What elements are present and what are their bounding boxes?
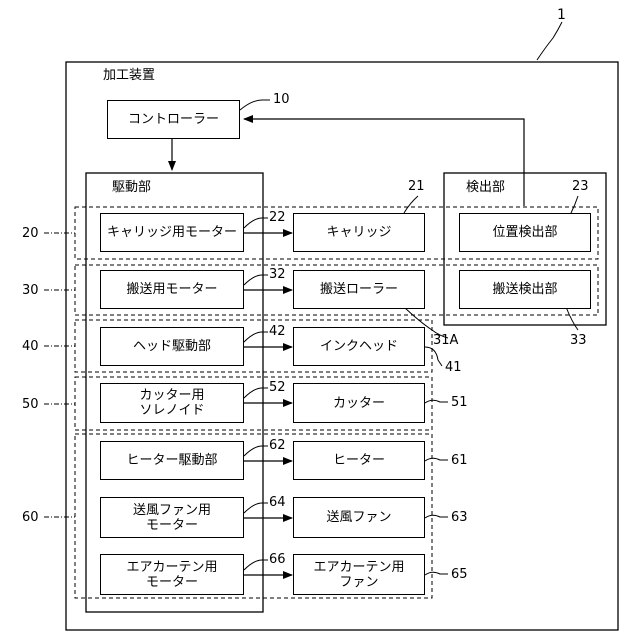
carriage-box: キャリッジ — [293, 213, 425, 252]
group-ref-60: 60 — [22, 511, 39, 525]
carriage-motor-label: キャリッジ用モーター — [107, 225, 237, 240]
transport-roller-label: 搬送ローラー — [320, 282, 398, 297]
heater-label: ヒーター — [333, 453, 385, 468]
transport-motor-label: 搬送用モーター — [126, 282, 217, 297]
air-curtain-motor-line2: モーター — [146, 575, 198, 590]
transport-motor-ref: 32 — [269, 268, 286, 282]
transport-roller-box: 搬送ローラー — [293, 270, 425, 309]
group-ref-50: 50 — [22, 398, 39, 412]
transport-roller-ref: 31A — [433, 334, 458, 348]
cutter-solenoid-line2: ソレノイド — [139, 403, 204, 418]
fan-motor-ref: 64 — [269, 496, 286, 510]
heater-driver-label: ヒーター駆動部 — [126, 453, 217, 468]
group-ref-40: 40 — [22, 340, 39, 354]
device-label: 加工装置 — [103, 68, 155, 83]
head-driver-box: ヘッド駆動部 — [100, 327, 244, 366]
group-ref-20: 20 — [22, 227, 39, 241]
heater-box: ヒーター — [293, 441, 425, 480]
air-curtain-fan-box: エアカーテン用 ファン — [293, 554, 425, 595]
air-curtain-motor-box: エアカーテン用 モーター — [100, 554, 244, 595]
detection-unit-ref: 21 — [408, 180, 425, 194]
carriage-label: キャリッジ — [326, 225, 391, 240]
position-detector-ref: 23 — [572, 180, 589, 194]
cutter-solenoid-ref: 52 — [269, 381, 286, 395]
fan-motor-line1: 送風ファン用 — [133, 503, 211, 518]
air-curtain-motor-ref: 66 — [269, 553, 286, 567]
air-curtain-fan-line1: エアカーテン用 — [313, 560, 404, 575]
fan-label: 送風ファン — [326, 510, 391, 525]
cutter-box: カッター — [293, 383, 425, 423]
fan-motor-box: 送風ファン用 モーター — [100, 497, 244, 538]
position-detector-box: 位置検出部 — [459, 213, 591, 252]
ink-head-ref: 41 — [445, 361, 462, 375]
ink-head-label: インクヘッド — [320, 339, 398, 354]
air-curtain-motor-line1: エアカーテン用 — [126, 560, 217, 575]
controller-label: コントローラー — [128, 112, 219, 127]
head-driver-ref: 42 — [269, 325, 286, 339]
cutter-solenoid-box: カッター用 ソレノイド — [100, 383, 244, 423]
carriage-motor-box: キャリッジ用モーター — [100, 213, 244, 252]
fan-box: 送風ファン — [293, 497, 425, 538]
controller-ref: 10 — [273, 93, 290, 107]
heater-ref: 61 — [451, 454, 468, 468]
ink-head-box: インクヘッド — [293, 327, 425, 366]
transport-detector-ref: 33 — [570, 334, 587, 348]
heater-driver-box: ヒーター駆動部 — [100, 441, 244, 480]
position-detector-label: 位置検出部 — [492, 225, 557, 240]
fan-ref: 63 — [451, 511, 468, 525]
cutter-label: カッター — [333, 396, 385, 411]
air-curtain-fan-ref: 65 — [451, 568, 468, 582]
cutter-ref: 51 — [451, 396, 468, 410]
head-driver-label: ヘッド駆動部 — [133, 339, 211, 354]
transport-detector-box: 搬送検出部 — [459, 270, 591, 309]
cutter-solenoid-line1: カッター用 — [139, 388, 204, 403]
detection-unit-label: 検出部 — [466, 180, 505, 195]
transport-motor-box: 搬送用モーター — [100, 270, 244, 309]
controller-box: コントローラー — [107, 100, 240, 139]
group-ref-30: 30 — [22, 284, 39, 298]
heater-driver-ref: 62 — [269, 439, 286, 453]
fan-motor-line2: モーター — [146, 518, 198, 533]
drive-unit-label: 駆動部 — [112, 180, 151, 195]
carriage-motor-ref: 22 — [269, 211, 286, 225]
transport-detector-label: 搬送検出部 — [492, 282, 557, 297]
figure-number: 1 — [557, 8, 566, 22]
air-curtain-fan-line2: ファン — [339, 575, 378, 590]
